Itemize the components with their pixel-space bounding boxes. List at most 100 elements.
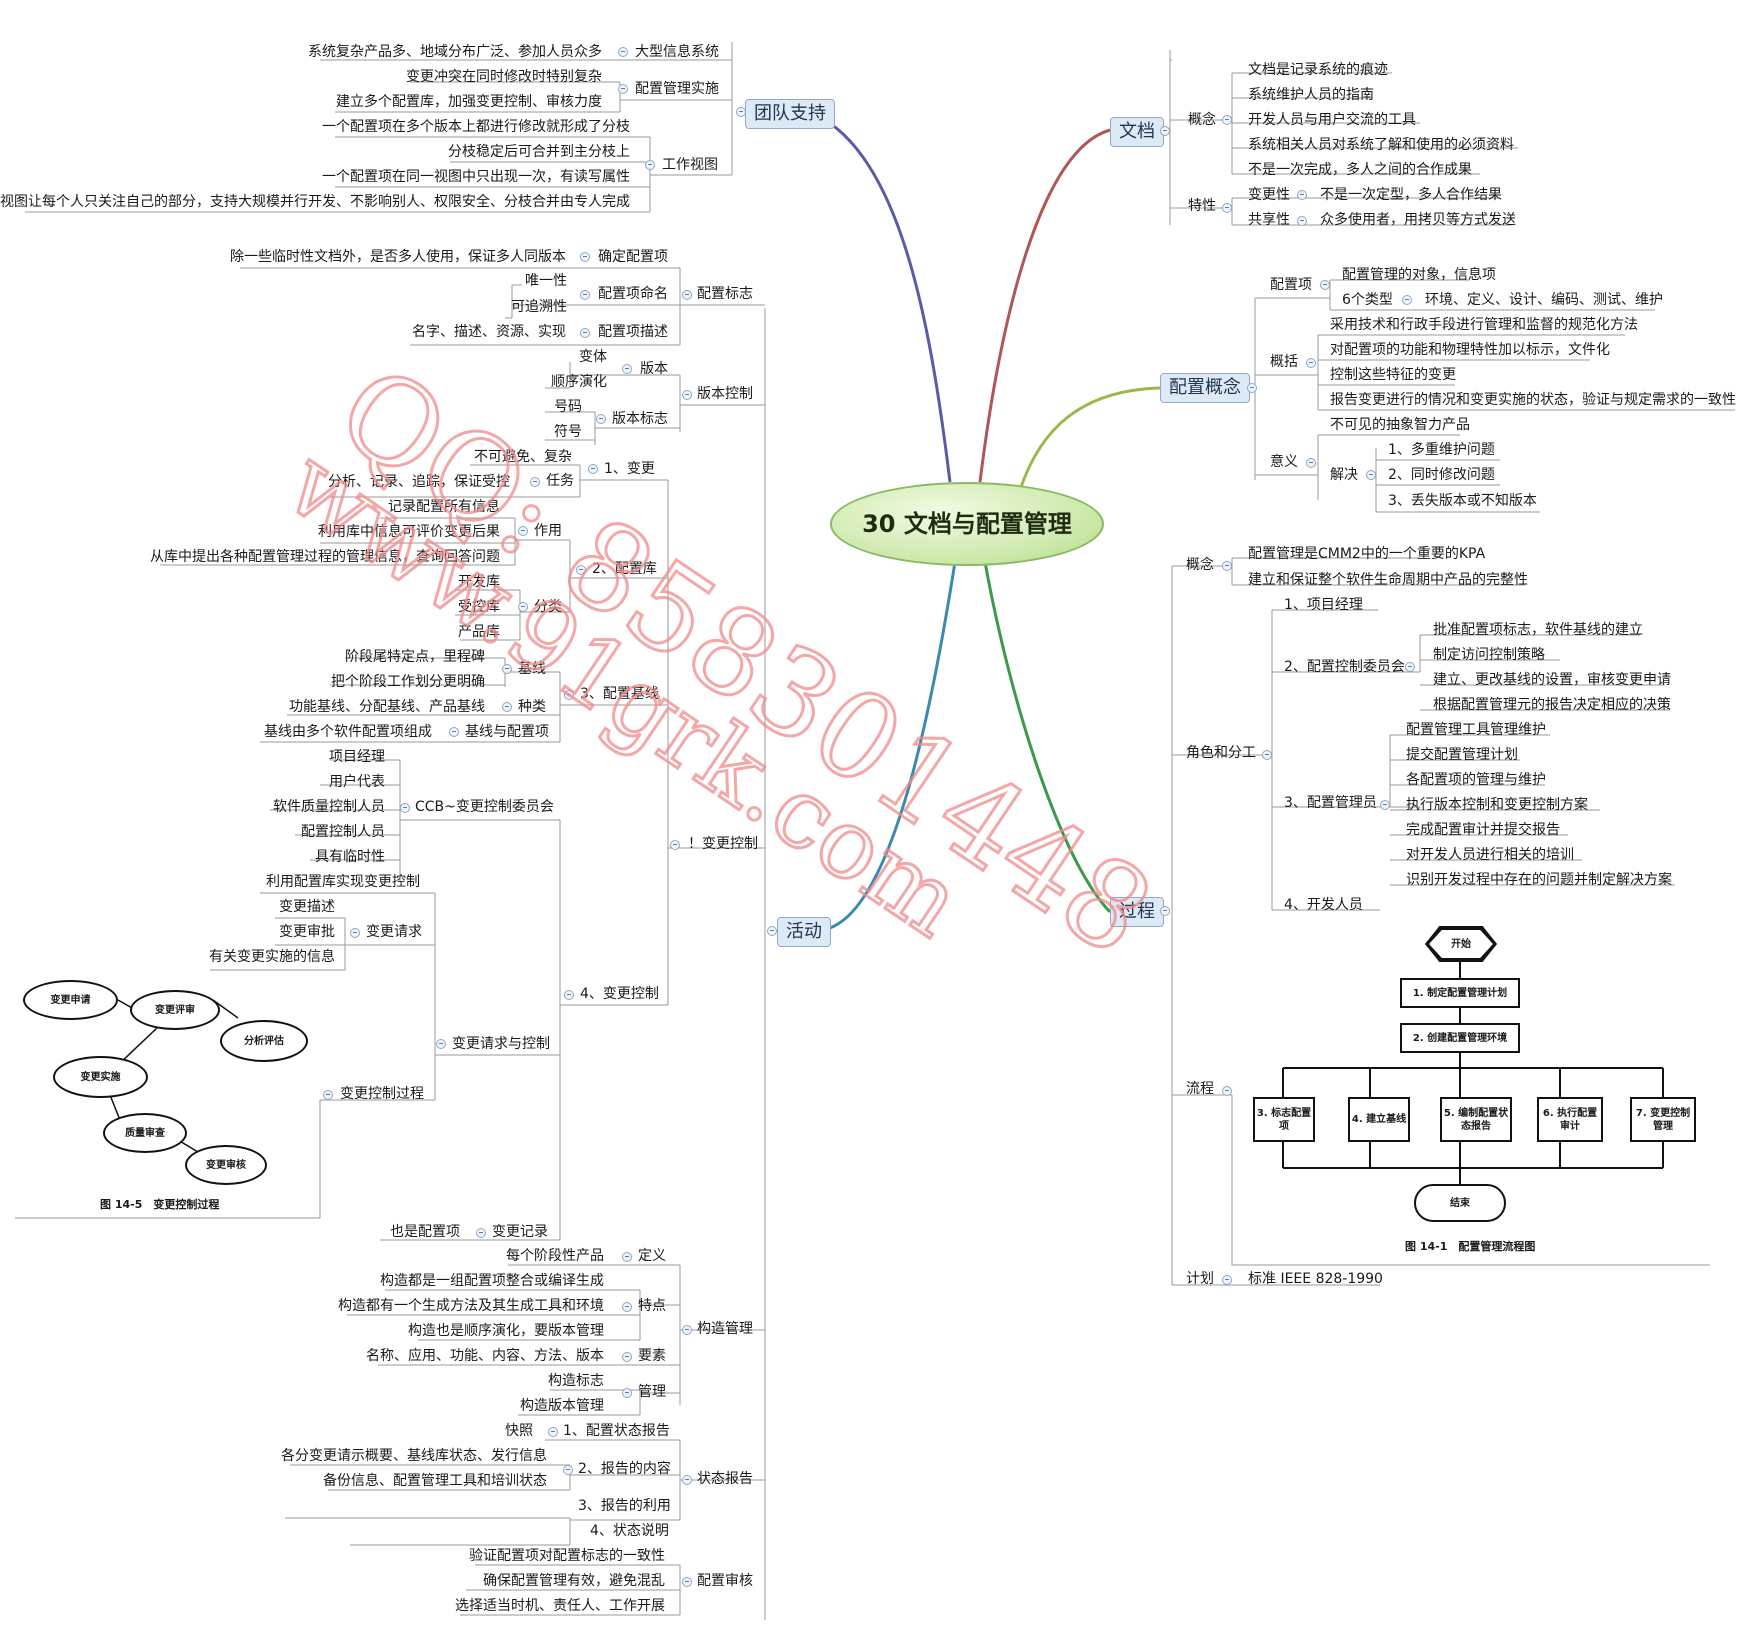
act-status-3: 3、报告的利用 [578, 1498, 671, 1514]
collapse-icon[interactable] [767, 926, 777, 936]
collapse-icon[interactable] [1297, 190, 1307, 200]
collapse-icon[interactable] [596, 414, 606, 424]
collapse-icon[interactable] [1306, 458, 1316, 468]
collapse-icon[interactable] [618, 84, 628, 94]
flow-step-6: 6. 执行配置审计 [1537, 1097, 1603, 1142]
collapse-icon[interactable] [736, 107, 746, 117]
topic-activities[interactable]: 活动 [777, 917, 831, 947]
collapse-icon[interactable] [1222, 115, 1232, 125]
collapse-icon[interactable] [1380, 800, 1390, 810]
act-build-elem: 要素 [638, 1348, 666, 1364]
collapse-icon[interactable] [622, 1252, 632, 1262]
topic-process[interactable]: 过程 [1110, 897, 1164, 927]
act-id-name-item: 唯一性 [525, 273, 567, 289]
collapse-icon[interactable] [1366, 470, 1376, 480]
collapse-icon[interactable] [1402, 295, 1412, 305]
collapse-icon[interactable] [548, 1427, 558, 1437]
act-id-confirm: 确定配置项 [598, 249, 668, 265]
collapse-icon[interactable] [1262, 750, 1272, 760]
act-id-confirm-text: 除一些临时性文档外，是否多人使用，保证多人同版本 [230, 249, 566, 265]
team-view-item: 一个配置项在多个版本上都进行修改就形成了分枝 [322, 119, 630, 135]
act-c1-task-item: 不可避免、复杂 [474, 449, 572, 465]
act-status-1-text: 快照 [505, 1423, 533, 1439]
cm-item: 对开发人员进行相关的培训 [1406, 847, 1574, 863]
collapse-icon[interactable] [682, 1577, 692, 1587]
collapse-icon[interactable] [1160, 906, 1170, 916]
collapse-icon[interactable] [580, 252, 590, 262]
fig-node-audit: 变更审核 [185, 1145, 267, 1185]
central-topic[interactable]: 30 文档与配置管理 [830, 482, 1104, 566]
collapse-icon[interactable] [502, 702, 512, 712]
act-build-feat: 特点 [638, 1298, 666, 1314]
cfg-overview-item: 采用技术和行政手段进行管理和监督的规范化方法 [1330, 317, 1638, 333]
doc-feature-label: 特性 [1188, 198, 1216, 214]
act-id-desc: 配置项描述 [598, 324, 668, 340]
collapse-icon[interactable] [530, 477, 540, 487]
act-c2-cls: 分类 [534, 599, 562, 615]
flow-step-4: 4. 建立基线 [1348, 1097, 1410, 1142]
fig-node-request: 变更申请 [23, 980, 118, 1020]
collapse-icon[interactable] [1405, 662, 1415, 672]
act-status-2: 2、报告的内容 [578, 1461, 671, 1477]
flow-step-2: 2. 创建配置管理环境 [1400, 1023, 1520, 1053]
fig-node-quality: 质量审查 [103, 1113, 187, 1153]
collapse-icon[interactable] [682, 1325, 692, 1335]
collapse-icon[interactable] [1222, 203, 1232, 213]
collapse-icon[interactable] [576, 565, 586, 575]
flow-end: 结束 [1414, 1184, 1506, 1222]
act-c3-base-item: 把个阶段工作划分更明确 [331, 674, 485, 690]
collapse-icon[interactable] [564, 690, 574, 700]
flow-start-border: 开始 [1425, 926, 1497, 962]
collapse-icon[interactable] [1222, 1086, 1232, 1096]
role-project-manager: 1、项目经理 [1284, 597, 1363, 613]
collapse-icon[interactable] [518, 602, 528, 612]
cfg-item-label: 配置项 [1270, 277, 1312, 293]
ccb-item: 根据配置管理元的报告决定相应的决策 [1433, 697, 1671, 713]
act-ccb-item: 具有临时性 [315, 849, 385, 865]
collapse-icon[interactable] [518, 526, 528, 536]
act-c2-use-item: 记录配置所有信息 [388, 499, 500, 515]
collapse-icon[interactable] [580, 328, 590, 338]
collapse-icon[interactable] [563, 1465, 573, 1475]
topic-doc[interactable]: 文档 [1110, 117, 1164, 147]
proc-roles-label: 角色和分工 [1186, 745, 1256, 761]
collapse-icon[interactable] [350, 928, 360, 938]
collapse-icon[interactable] [564, 990, 574, 1000]
collapse-icon[interactable] [682, 390, 692, 400]
collapse-icon[interactable] [682, 1475, 692, 1485]
team-view-label: 工作视图 [662, 157, 718, 173]
collapse-icon[interactable] [622, 1388, 632, 1398]
act-c3-kind: 种类 [518, 699, 546, 715]
collapse-icon[interactable] [622, 1302, 632, 1312]
collapse-icon[interactable] [1306, 358, 1316, 368]
topic-config-concept[interactable]: 配置概念 [1160, 373, 1250, 403]
collapse-icon[interactable] [622, 364, 632, 374]
collapse-icon[interactable] [645, 160, 655, 170]
collapse-icon[interactable] [400, 803, 410, 813]
collapse-icon[interactable] [580, 290, 590, 300]
collapse-icon[interactable] [622, 1352, 632, 1362]
collapse-icon[interactable] [588, 464, 598, 474]
act-c2-cls-item: 产品库 [458, 624, 500, 640]
act-id-desc-text: 名字、描述、资源、实现 [412, 324, 566, 340]
topic-team-support[interactable]: 团队支持 [745, 99, 835, 129]
act-audit-item: 验证配置项对配置标志的一致性 [469, 1548, 665, 1564]
collapse-icon[interactable] [1247, 383, 1257, 393]
collapse-icon[interactable] [1297, 216, 1307, 226]
collapse-icon[interactable] [436, 1039, 446, 1049]
collapse-icon[interactable] [1160, 126, 1170, 136]
collapse-icon[interactable] [682, 290, 692, 300]
collapse-icon[interactable] [1320, 280, 1330, 290]
collapse-icon[interactable] [1222, 1275, 1232, 1285]
collapse-icon[interactable] [618, 47, 628, 57]
collapse-icon[interactable] [476, 1228, 486, 1238]
collapse-icon[interactable] [449, 727, 459, 737]
collapse-icon[interactable] [323, 1090, 333, 1100]
collapse-icon[interactable] [1222, 561, 1232, 571]
doc-change-text: 不是一次定型，多人合作结果 [1320, 187, 1502, 203]
collapse-icon[interactable] [502, 664, 512, 674]
collapse-icon[interactable] [670, 840, 680, 850]
act-c3: 3、配置基线 [580, 686, 659, 702]
ccb-item: 制定访问控制策略 [1433, 647, 1545, 663]
